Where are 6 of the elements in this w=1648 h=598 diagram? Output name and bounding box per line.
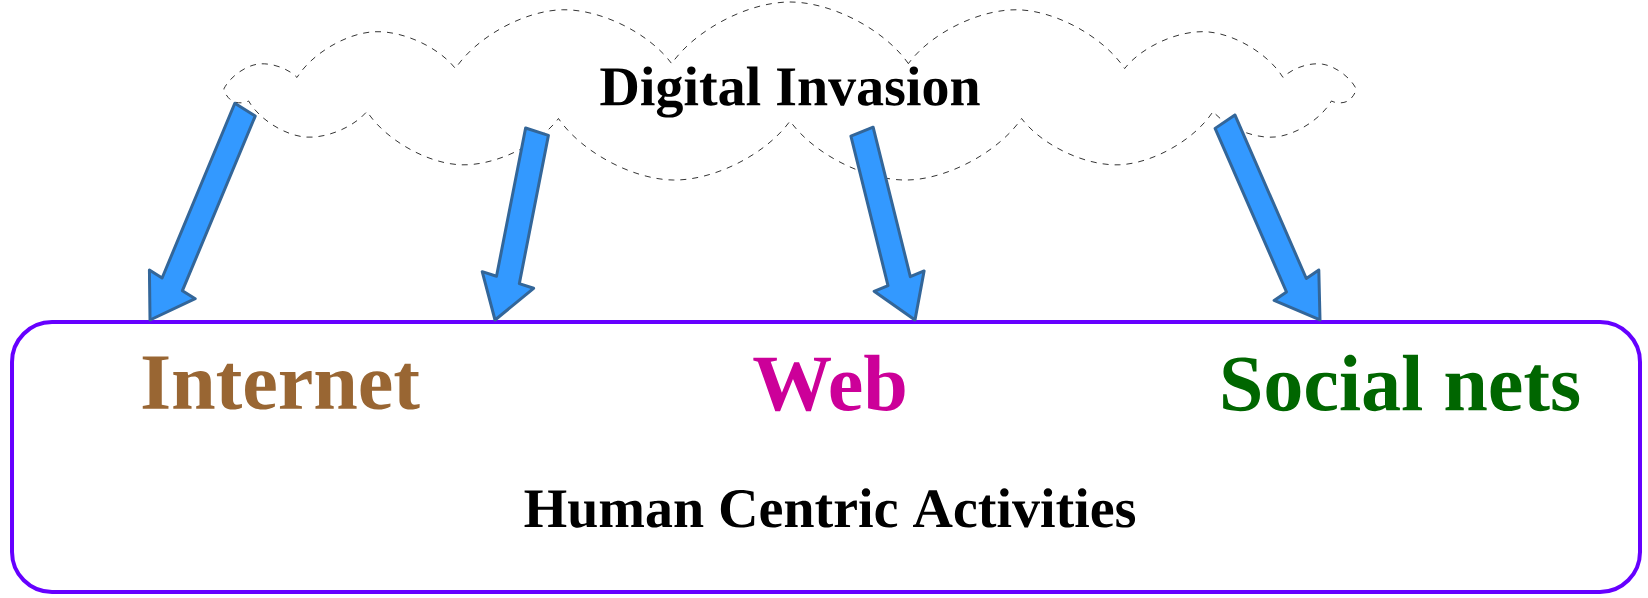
block-arrow: [1213, 113, 1322, 322]
block-arrow: [849, 125, 926, 322]
activity-box: Internet Web Social nets Human Centric Activities: [10, 320, 1642, 594]
block-arrow: [147, 101, 257, 322]
cloud: Digital Invasion: [223, 1, 1357, 181]
block-arrow: [480, 126, 550, 322]
